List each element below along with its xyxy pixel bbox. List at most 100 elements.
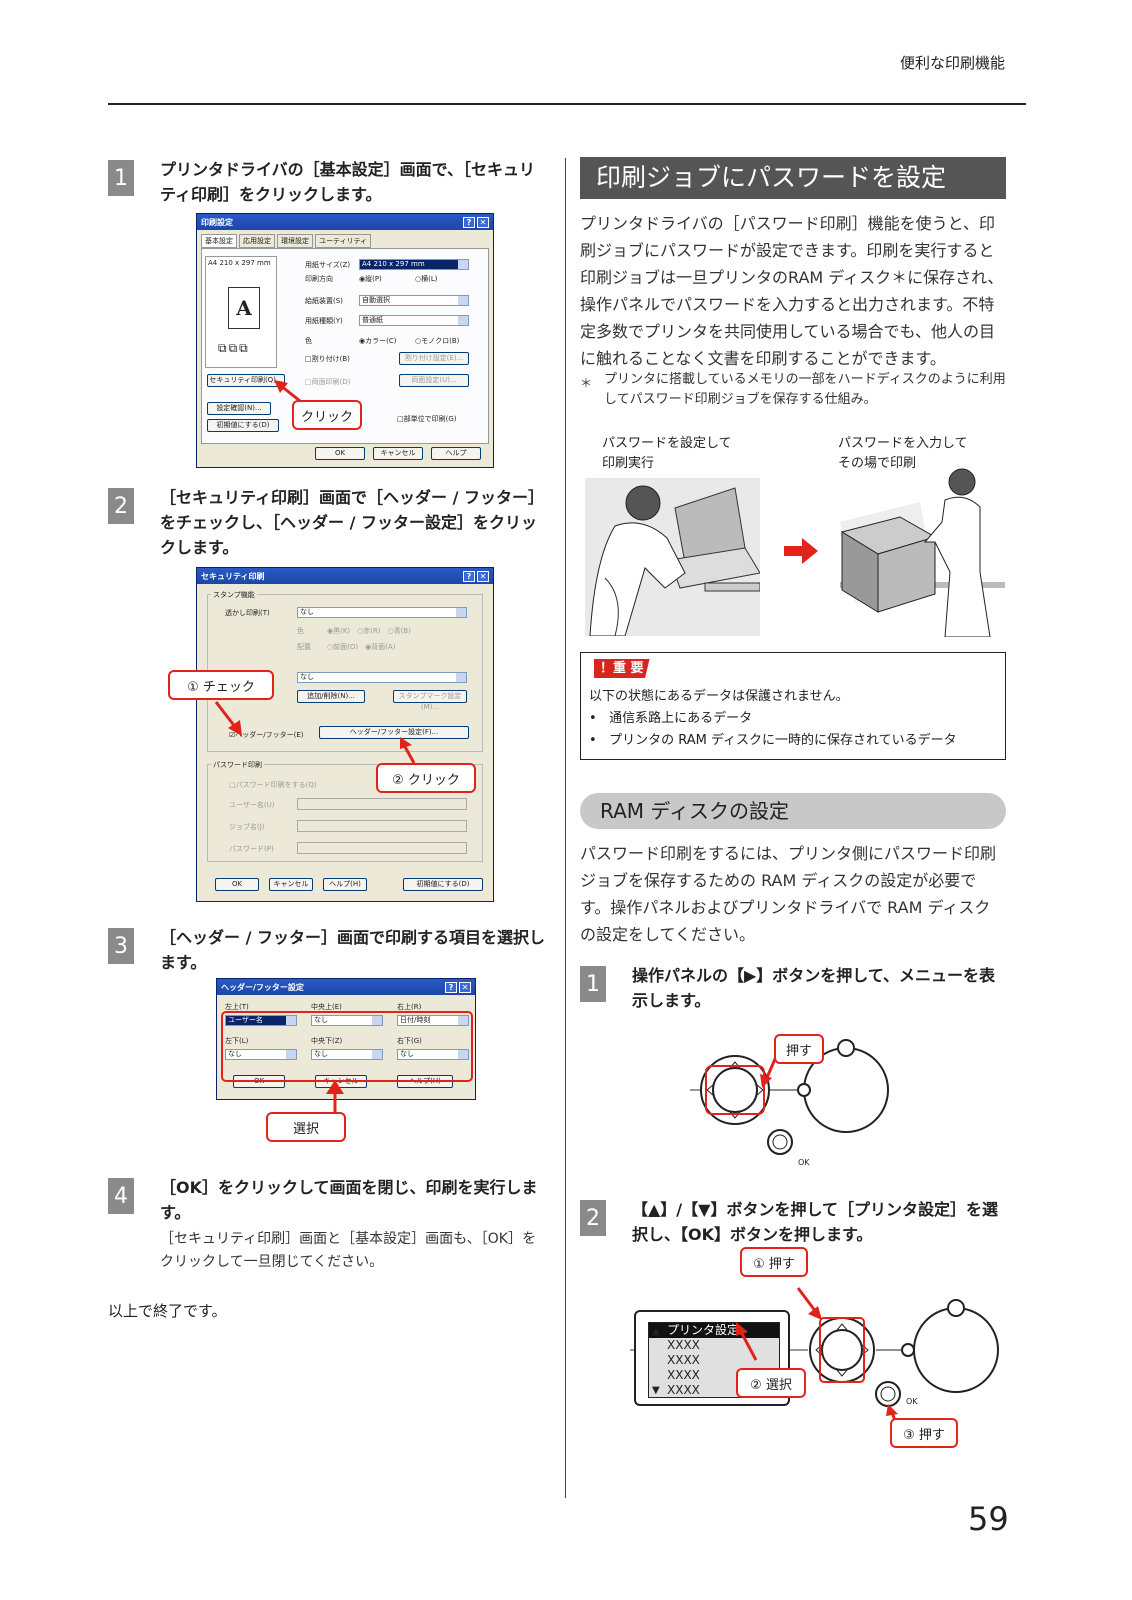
tab-utility[interactable]: ユーティリティ: [315, 234, 372, 248]
header-footer-checkbox[interactable]: ☑ヘッダー/フッター(E): [229, 731, 304, 739]
end-text: 以上で終了です。: [108, 1302, 227, 1320]
step-subtext-4: ［セキュリティ印刷］画面と［基本設定］画面も、［OK］をクリックして一旦閉じてく…: [160, 1231, 536, 1270]
bottom-center-select[interactable]: なし: [311, 1049, 383, 1060]
help-title-button[interactable]: ?: [445, 981, 457, 993]
right-step-number-2: 2: [580, 1200, 606, 1236]
header-footer-settings-button[interactable]: ヘッダー/フッター設定(F)...: [319, 726, 469, 739]
radio-mono[interactable]: ○モノクロ(B): [415, 337, 460, 345]
callout-arrow-select: [326, 1080, 344, 1112]
tab-basic[interactable]: 基本設定: [201, 234, 237, 248]
radio-portrait[interactable]: ◉縦(P): [359, 275, 382, 283]
cancel-button[interactable]: キャンセル: [373, 447, 423, 460]
security-print-dialog: セキュリティ印刷?✕ スタンプ機能 透かし印刷(T) なし 色 ◉黒(K) ○赤…: [196, 567, 494, 902]
dialog-title: セキュリティ印刷: [201, 571, 265, 581]
help-button[interactable]: ヘルプ(H): [323, 878, 367, 891]
callout-check: ① チェック: [168, 670, 274, 700]
callout-select: 選択: [266, 1112, 346, 1142]
label-orientation: 印刷方向: [305, 275, 333, 283]
checkbox-booklet[interactable]: □割り付け(B): [305, 355, 350, 363]
label-color: 色: [305, 337, 312, 345]
cancel-button[interactable]: キャンセル: [269, 878, 313, 891]
ok-caption-2: OK: [906, 1397, 918, 1406]
label-source: 給紙装置(S): [305, 297, 343, 305]
important-item: • 通信系路上にあるデータ: [589, 711, 753, 726]
label-bottom-left: 左下(L): [225, 1037, 249, 1045]
close-title-button[interactable]: ✕: [477, 216, 489, 228]
close-title-button[interactable]: ✕: [477, 570, 489, 582]
step-text-1: プリンタドライバの［基本設定］画面で、［セキュリティ印刷］をクリックします。: [160, 160, 536, 204]
lcd-line: XXXX: [667, 1368, 700, 1382]
callout-click-2: ② クリック: [376, 763, 476, 793]
label-top-center: 中央上(E): [311, 1003, 342, 1011]
password-field[interactable]: [297, 842, 467, 854]
footnote-mark: ＊: [580, 376, 593, 390]
label-bottom-right: 右下(G): [397, 1037, 422, 1045]
lcd-line: XXXX: [667, 1353, 700, 1367]
scroll-up-icon: ▲: [652, 1326, 660, 1337]
caption-right: パスワードを入力して その場で印刷: [838, 436, 968, 471]
stamp-mark-settings-button[interactable]: スタンプマーク設定(M)...: [393, 690, 467, 711]
stamp-select[interactable]: なし: [297, 672, 467, 683]
section-heading: 印刷ジョブにパスワードを設定: [580, 157, 1006, 199]
ok-button[interactable]: OK: [215, 878, 259, 891]
arrow-right-icon: [784, 538, 818, 564]
important-badge: ！重 要: [594, 659, 650, 678]
jobname-field[interactable]: [297, 820, 467, 832]
username-field[interactable]: [297, 798, 467, 810]
media-select[interactable]: 普通紙: [359, 315, 469, 326]
source-select[interactable]: 自動選択: [359, 295, 469, 306]
checkbox-collate[interactable]: □部単位で印刷(G): [397, 415, 457, 423]
dialog-title: 印刷設定: [201, 217, 233, 227]
step-number-4: 4: [108, 1178, 134, 1214]
stamp-group-label: スタンプ機能: [211, 590, 257, 600]
add-remove-button[interactable]: 追加/削除(N)...: [297, 690, 365, 703]
step-text-3: ［ヘッダー / フッター］画面で印刷する項目を選択します。: [160, 928, 545, 972]
tab-advanced[interactable]: 応用設定: [239, 234, 275, 248]
top-center-select[interactable]: なし: [311, 1015, 383, 1026]
bottom-left-select[interactable]: なし: [225, 1049, 297, 1060]
control-panel-diagram-1: [690, 1039, 889, 1155]
control-panel-diagram-2: [630, 1287, 999, 1431]
duplex-settings-button[interactable]: 両面設定(U)...: [399, 374, 469, 387]
important-item: • プリンタの RAM ディスクに一時的に保存されているデータ: [589, 733, 957, 748]
checkbox-duplex[interactable]: □両面印刷(D): [305, 378, 351, 386]
bottom-right-select[interactable]: なし: [397, 1049, 469, 1060]
column-divider: [565, 158, 566, 1498]
stamp-layout-radios[interactable]: ○前面(O) ◉背面(A): [327, 643, 396, 651]
callout-select-2: ② 選択: [736, 1368, 806, 1398]
top-right-select[interactable]: 日付/時刻: [397, 1015, 469, 1026]
password-print-checkbox[interactable]: □パスワード印刷をする(Q): [229, 781, 317, 789]
right-step-text-1: 操作パネルの【▶】ボタンを押して、メニューを表示します。: [632, 966, 996, 1010]
security-print-button[interactable]: セキュリティ印刷(Q)...: [207, 374, 285, 387]
help-title-button[interactable]: ?: [463, 216, 475, 228]
lcd-line: XXXX: [667, 1383, 700, 1397]
tab-environment[interactable]: 環境設定: [277, 234, 313, 248]
label-jobname: ジョブ名(J): [229, 823, 265, 831]
lcd-line: XXXX: [667, 1338, 700, 1352]
close-title-button[interactable]: ✕: [459, 981, 471, 993]
watermark-select[interactable]: なし: [297, 607, 467, 618]
help-button[interactable]: ヘルプ: [431, 447, 481, 460]
label-username: ユーザー名(U): [229, 801, 275, 809]
radio-color[interactable]: ◉カラー(C): [359, 337, 397, 345]
callout-arrow-1: [274, 380, 301, 403]
reset-defaults-button[interactable]: 初期値にする(D): [403, 878, 483, 891]
callout-push: 押す: [774, 1034, 824, 1064]
label-media: 用紙種類(Y): [305, 317, 343, 325]
scroll-down-icon: ▼: [652, 1385, 660, 1396]
label-watermark: 透かし印刷(T): [225, 609, 270, 617]
ok-button[interactable]: OK: [315, 447, 365, 460]
check-settings-button[interactable]: 設定確認(N)...: [207, 402, 271, 415]
step-number-3: 3: [108, 928, 134, 964]
help-title-button[interactable]: ?: [463, 570, 475, 582]
stamp-color-radios[interactable]: ◉黒(K) ○赤(R) ○青(B): [327, 627, 411, 635]
radio-landscape[interactable]: ○横(L): [415, 275, 438, 283]
password-group: [207, 764, 483, 862]
top-left-select[interactable]: ユーザー名: [225, 1015, 297, 1026]
label-top-left: 左上(T): [225, 1003, 249, 1011]
label-stamp-layout: 配置: [297, 643, 311, 651]
reset-defaults-button[interactable]: 初期値にする(D): [207, 419, 279, 432]
paper-size-select[interactable]: A4 210 x 297 mm: [359, 259, 469, 270]
booklet-settings-button[interactable]: 割り付け設定(E)...: [399, 352, 469, 365]
callout-arrow-click-2: [400, 737, 416, 764]
